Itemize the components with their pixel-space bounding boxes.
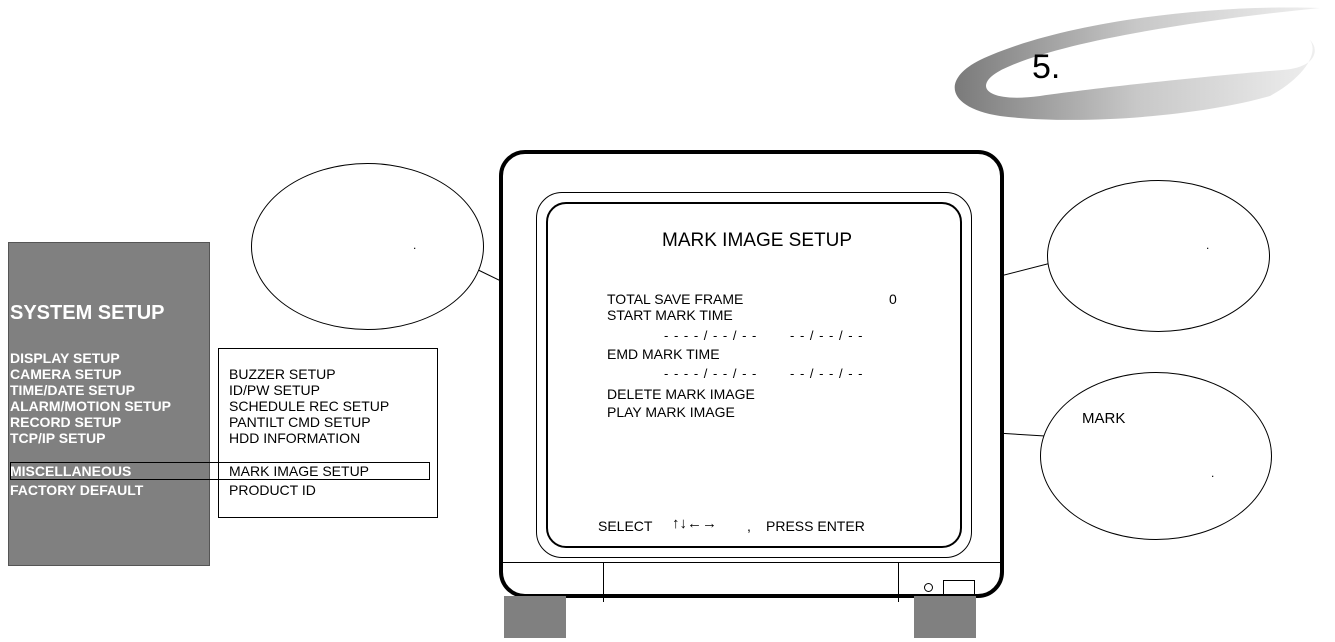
callout-left-text: . <box>413 238 417 252</box>
menu-item-tcp-ip-setup[interactable]: TCP/IP SETUP <box>10 430 106 446</box>
monitor-screen <box>546 202 962 548</box>
callout-left <box>251 163 484 330</box>
monitor-bezel <box>536 192 972 558</box>
end-time-field[interactable]: - - / - - / - - <box>790 366 864 381</box>
monitor-foot-left <box>504 596 566 638</box>
start-mark-time-label[interactable]: START MARK TIME <box>607 307 733 323</box>
power-led-icon <box>924 583 933 592</box>
footer-press-enter-label: PRESS ENTER <box>766 518 865 534</box>
system-setup-title: SYSTEM SETUP <box>10 302 165 324</box>
menu-item-alarm-motion-setup[interactable]: ALARM/MOTION SETUP <box>10 398 171 414</box>
start-date-field[interactable]: - - - - / - - / - - <box>664 328 758 343</box>
submenu-item-id-pw-setup[interactable]: ID/PW SETUP <box>229 382 321 398</box>
footer-comma: , <box>747 518 751 534</box>
delete-mark-image-item[interactable]: DELETE MARK IMAGE <box>607 386 755 402</box>
screen-title: MARK IMAGE SETUP <box>662 230 853 251</box>
monitor-frame <box>499 150 1004 598</box>
monitor-base-divider <box>503 562 1000 563</box>
menu-item-display-setup[interactable]: DISPLAY SETUP <box>10 350 120 366</box>
play-mark-image-item[interactable]: PLAY MARK IMAGE <box>607 404 735 420</box>
footer-select-label: SELECT <box>598 518 653 534</box>
submenu-item-mark-image-setup[interactable]: MARK IMAGE SETUP <box>229 463 370 479</box>
miscellaneous-submenu <box>218 348 438 518</box>
total-save-frame-label[interactable]: TOTAL SAVE FRAME <box>607 291 744 307</box>
submenu-item-hdd-information[interactable]: HDD INFORMATION <box>229 430 361 446</box>
monitor-panel-divider-right <box>898 562 899 602</box>
monitor-panel-divider-left <box>603 562 604 602</box>
menu-item-camera-setup[interactable]: CAMERA SETUP <box>10 366 122 382</box>
submenu-item-product-id[interactable]: PRODUCT ID <box>229 482 316 498</box>
callout-right-bottom-label: MARK <box>1082 410 1126 427</box>
selection-highlight <box>10 462 430 480</box>
end-mark-time-label[interactable]: EMD MARK TIME <box>607 346 720 362</box>
submenu-item-schedule-rec-setup[interactable]: SCHEDULE REC SETUP <box>229 398 390 414</box>
end-date-field[interactable]: - - - - / - - / - - <box>664 366 758 381</box>
total-save-frame-value: 0 <box>889 291 897 307</box>
submenu-item-pantilt-cmd-setup[interactable]: PANTILT CMD SETUP <box>229 414 371 430</box>
menu-item-time-date-setup[interactable]: TIME/DATE SETUP <box>10 382 135 398</box>
callout-right-bottom-text: . <box>1211 466 1215 480</box>
callout-right-bottom <box>1040 372 1272 540</box>
menu-item-factory-default[interactable]: FACTORY DEFAULT <box>10 482 144 498</box>
menu-item-miscellaneous[interactable]: MISCELLANEOUS <box>10 463 132 479</box>
chapter-number: 5. <box>1032 48 1061 86</box>
monitor-foot-right <box>914 596 976 638</box>
system-setup-panel <box>8 242 210 566</box>
swoosh-shape <box>954 7 1320 120</box>
menu-item-record-setup[interactable]: RECORD SETUP <box>10 414 122 430</box>
submenu-item-buzzer-setup[interactable]: BUZZER SETUP <box>229 366 336 382</box>
callout-right-top <box>1047 180 1270 332</box>
power-button[interactable] <box>943 580 975 596</box>
callout-right-top-text: . <box>1206 238 1210 252</box>
navigation-arrows-icon: ↑↓←→ <box>672 515 717 532</box>
start-time-field[interactable]: - - / - - / - - <box>790 328 864 343</box>
